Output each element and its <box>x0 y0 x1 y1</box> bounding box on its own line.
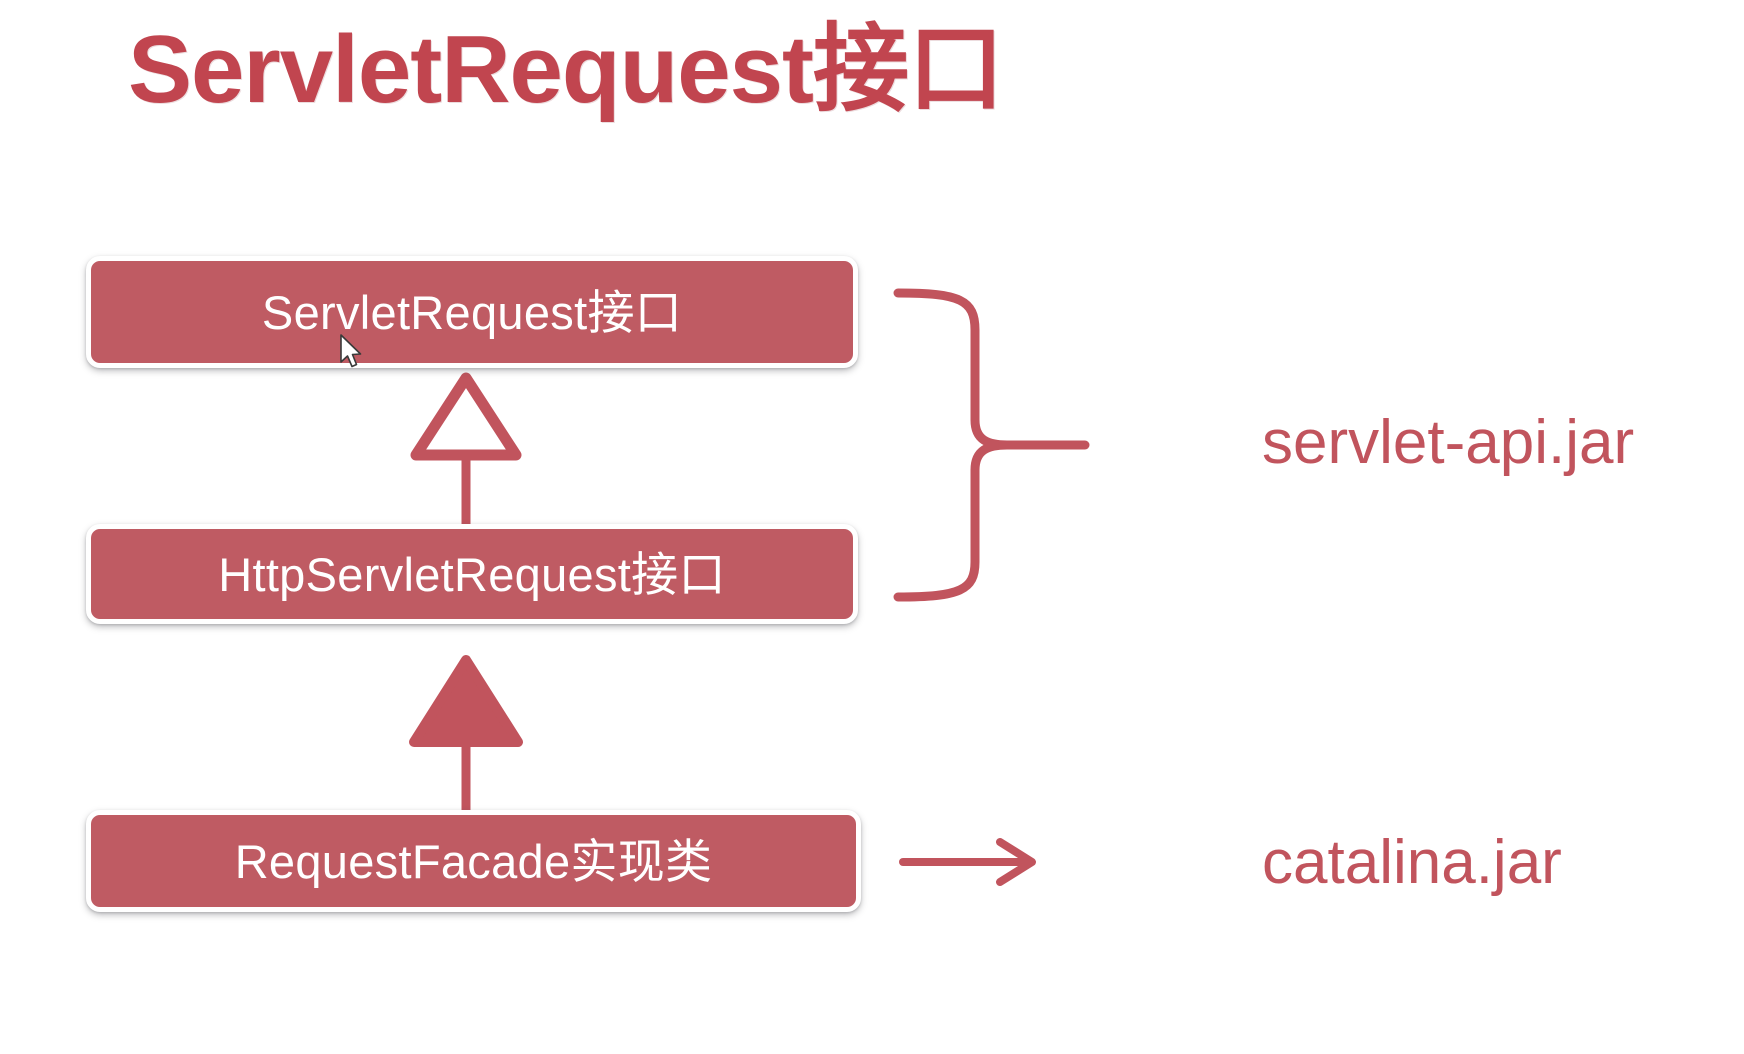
inherit-arrow-hollow-icon <box>410 372 522 524</box>
node-http-servlet-request-label: HttpServletRequest接口 <box>218 547 726 601</box>
catalina-jar-label: catalina.jar <box>1262 828 1562 897</box>
node-http-servlet-request[interactable]: HttpServletRequest接口 <box>86 524 858 624</box>
node-request-facade-label: RequestFacade实现类 <box>234 834 713 888</box>
servlet-api-brace-icon <box>893 288 1090 602</box>
node-servlet-request-label: ServletRequest接口 <box>261 285 683 339</box>
catalina-arrow-icon <box>899 838 1036 886</box>
page-title: ServletRequest接口 <box>128 16 1004 123</box>
node-request-facade[interactable]: RequestFacade实现类 <box>86 810 861 912</box>
inherit-arrow-solid-icon <box>409 655 523 810</box>
mouse-pointer-icon <box>340 334 362 368</box>
node-servlet-request[interactable]: ServletRequest接口 <box>86 256 858 368</box>
servlet-api-jar-label: servlet-api.jar <box>1262 408 1635 477</box>
